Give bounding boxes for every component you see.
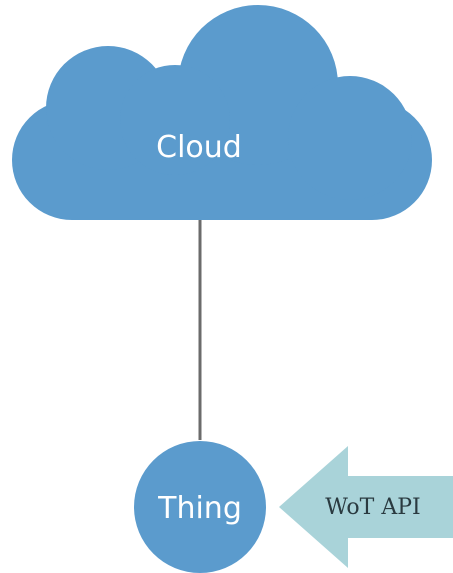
wot-api-label: WoT API <box>325 495 420 520</box>
wot-api-arrow <box>279 446 453 568</box>
thing-label: Thing <box>157 491 242 526</box>
cloud-node <box>12 5 432 220</box>
cloud-label: Cloud <box>156 130 242 165</box>
thing-node <box>134 441 266 573</box>
